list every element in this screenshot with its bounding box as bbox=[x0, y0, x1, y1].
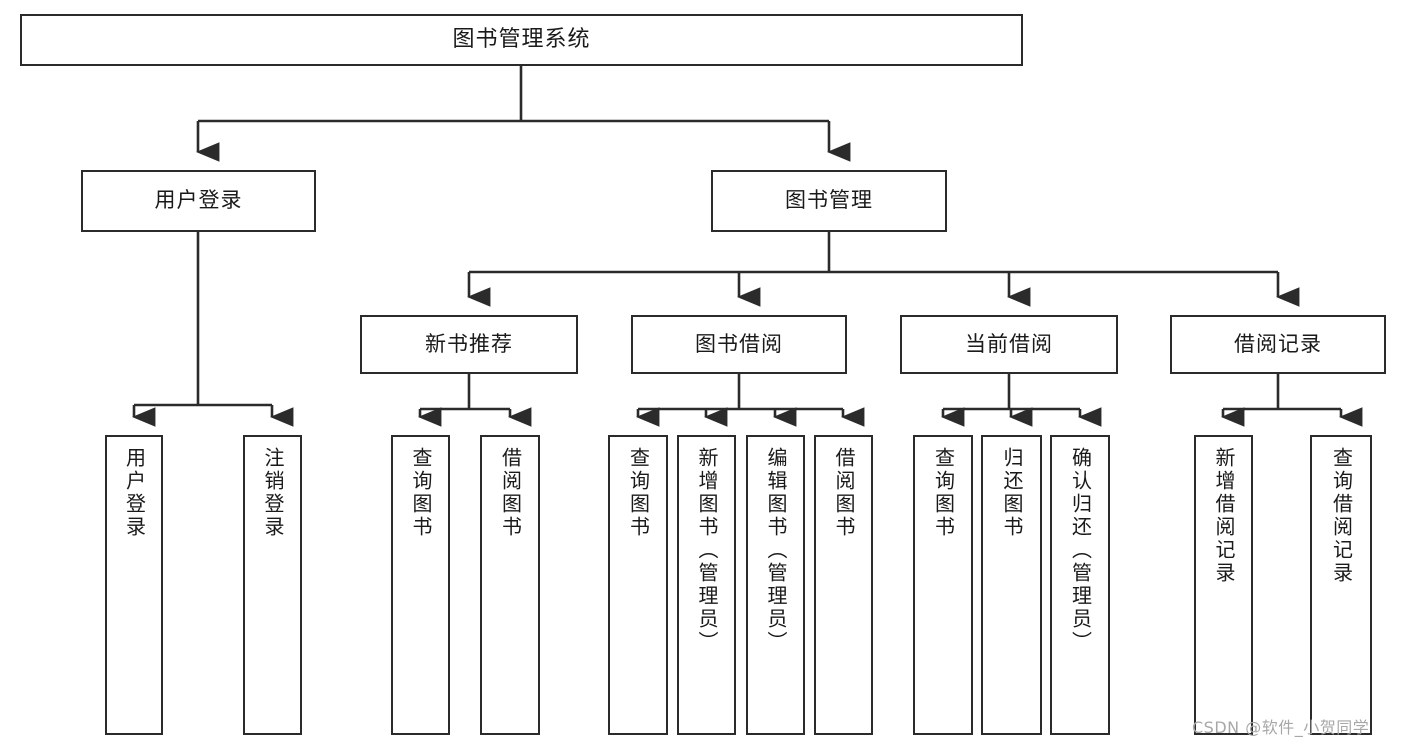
leaf-add-borrow-record[interactable]: 新增借阅记录 bbox=[1194, 435, 1253, 735]
node-book-management[interactable]: 图书管理 bbox=[711, 170, 947, 232]
node-label: 当前借阅 bbox=[965, 331, 1053, 356]
node-label: 借阅记录 bbox=[1234, 331, 1322, 356]
leaf-query-book-recommend[interactable]: 查询图书 bbox=[391, 435, 450, 735]
node-user-login[interactable]: 用户登录 bbox=[81, 170, 316, 232]
node-label: 用户登录 bbox=[154, 188, 243, 213]
leaf-label: 注销登录 bbox=[261, 447, 285, 539]
leaf-return-book[interactable]: 归还图书 bbox=[981, 435, 1042, 735]
node-label: 新书推荐 bbox=[425, 331, 513, 356]
node-borrow-record[interactable]: 借阅记录 bbox=[1170, 315, 1386, 374]
node-label: 图书管理 bbox=[785, 188, 873, 213]
leaf-confirm-return[interactable]: 确认归还（管理员） bbox=[1050, 435, 1110, 735]
leaf-label: 编辑图书（管理员） bbox=[764, 447, 788, 654]
leaf-query-borrow-record[interactable]: 查询借阅记录 bbox=[1310, 435, 1372, 735]
leaf-label: 新增图书（管理员） bbox=[695, 447, 719, 654]
leaf-label: 查询借阅记录 bbox=[1329, 447, 1354, 585]
leaf-label: 借阅图书 bbox=[498, 447, 523, 539]
leaf-borrow-book[interactable]: 借阅图书 bbox=[814, 435, 873, 735]
leaf-query-book-borrow[interactable]: 查询图书 bbox=[608, 435, 668, 735]
node-label: 图书管理系统 bbox=[452, 26, 591, 52]
leaf-label: 归还图书 bbox=[1000, 447, 1024, 539]
leaf-label: 借阅图书 bbox=[832, 447, 856, 539]
leaf-label: 用户登录 bbox=[122, 447, 147, 539]
node-root-system[interactable]: 图书管理系统 bbox=[20, 14, 1023, 66]
leaf-logout[interactable]: 注销登录 bbox=[243, 435, 302, 735]
leaf-add-book[interactable]: 新增图书（管理员） bbox=[677, 435, 736, 735]
leaf-label: 查询图书 bbox=[931, 447, 956, 539]
leaf-query-book-current[interactable]: 查询图书 bbox=[913, 435, 973, 735]
leaf-label: 确认归还（管理员） bbox=[1068, 447, 1093, 654]
node-current-borrow[interactable]: 当前借阅 bbox=[900, 315, 1118, 374]
leaf-label: 新增借阅记录 bbox=[1212, 447, 1236, 585]
leaf-borrow-book-recommend[interactable]: 借阅图书 bbox=[480, 435, 540, 735]
leaf-label: 查询图书 bbox=[626, 447, 651, 539]
leaf-user-login[interactable]: 用户登录 bbox=[105, 435, 163, 735]
csdn-watermark: CSDN @软件_小贺同学 bbox=[1192, 718, 1370, 737]
node-book-borrow[interactable]: 图书借阅 bbox=[631, 315, 847, 374]
node-label: 图书借阅 bbox=[695, 331, 783, 356]
leaf-label: 查询图书 bbox=[409, 447, 433, 539]
node-new-book-recommend[interactable]: 新书推荐 bbox=[360, 315, 578, 374]
leaf-edit-book[interactable]: 编辑图书（管理员） bbox=[746, 435, 805, 735]
